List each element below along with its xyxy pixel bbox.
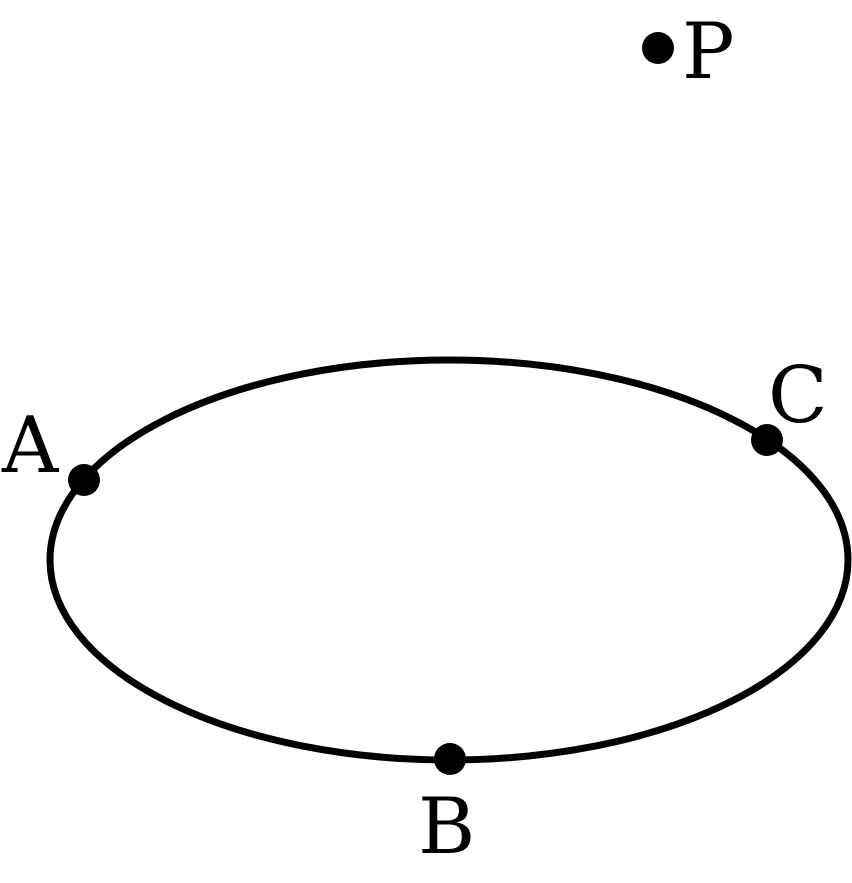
point-c-label: C <box>768 351 828 441</box>
ellipse-ring <box>46 356 852 764</box>
point-a-dot <box>68 464 100 496</box>
point-c-dot <box>751 424 783 456</box>
point-b-label: B <box>418 782 475 872</box>
point-a-label: A <box>1 401 60 491</box>
point-b-dot <box>434 743 466 775</box>
point-p-label: P <box>682 7 734 97</box>
point-p-dot <box>642 32 674 64</box>
